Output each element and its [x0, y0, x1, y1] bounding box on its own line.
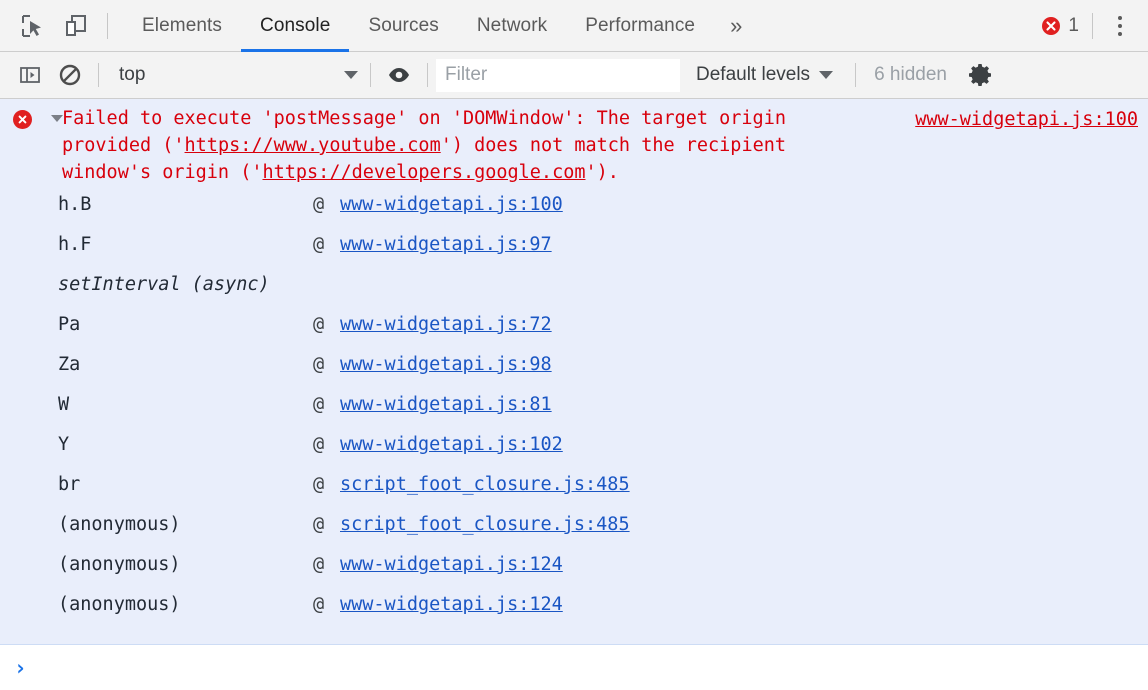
error-source-link[interactable]: www-widgetapi.js:100: [915, 109, 1138, 130]
tabbar-divider: [107, 12, 108, 39]
toolbar-divider-4: [855, 63, 857, 87]
stack-frame-function: (anonymous): [58, 594, 181, 615]
stack-frame: h.B @ www-widgetapi.js:100: [0, 194, 1148, 234]
clear-console-icon[interactable]: [50, 55, 90, 95]
console-error-message[interactable]: www-widgetapi.js:100 Failed to execute '…: [0, 99, 1148, 645]
stack-frame-at: @: [313, 474, 325, 495]
toolbar-divider-1: [98, 63, 99, 87]
chevron-down-icon: [344, 71, 358, 79]
stack-frame-at: @: [313, 554, 325, 575]
execution-context-select[interactable]: top: [107, 60, 362, 90]
error-circle-icon: [13, 110, 32, 129]
tab-sources[interactable]: Sources: [349, 0, 457, 52]
stack-frame: setInterval (async): [0, 274, 1148, 314]
stack-frame: (anonymous) @ script_foot_closure.js:485: [0, 514, 1148, 554]
stack-frame-source-link[interactable]: www-widgetapi.js:102: [340, 434, 563, 455]
error-text-segment: ') does not match the recipient window's…: [62, 135, 798, 183]
tab-network-label: Network: [476, 14, 548, 36]
stack-frame-source-link[interactable]: www-widgetapi.js:72: [340, 314, 552, 335]
stack-frame-at: @: [313, 354, 325, 375]
stack-frame-at: @: [313, 314, 325, 335]
error-text-segment: ').: [585, 162, 619, 183]
tab-sources-label: Sources: [368, 14, 439, 36]
console-prompt[interactable]: ›: [0, 645, 1148, 687]
stack-frame-at: @: [313, 434, 325, 455]
more-tabs-label: »: [730, 12, 743, 38]
gear-icon[interactable]: [961, 55, 1001, 95]
error-count-badge[interactable]: 1: [1041, 15, 1079, 37]
stack-frame-function: br: [58, 474, 81, 495]
stack-frame-function: W: [58, 394, 70, 415]
stack-trace: h.B @ www-widgetapi.js:100 h.F @ www-widgetap…: [0, 194, 1148, 634]
more-options-icon[interactable]: [1102, 8, 1138, 44]
stack-frame: (anonymous) @ www-widgetapi.js:124: [0, 594, 1148, 634]
stack-frame-source-link[interactable]: www-widgetapi.js:100: [340, 194, 563, 215]
toolbar-divider-3: [427, 63, 428, 87]
error-count-label: 1: [1068, 14, 1079, 36]
stack-frame-source-link[interactable]: script_foot_closure.js:485: [340, 474, 630, 495]
stack-frame: Za @ www-widgetapi.js:98: [0, 354, 1148, 394]
stack-frame-function: (anonymous): [58, 554, 181, 575]
stack-frame-function: h.B: [58, 194, 92, 215]
hidden-messages-label: 6 hidden: [874, 64, 947, 85]
inspect-element-icon[interactable]: [10, 4, 54, 48]
error-text-segment: Failed to execute 'postMessage' on 'DOMW…: [62, 108, 798, 156]
prompt-arrow-icon: ›: [14, 656, 27, 680]
console-message-list: www-widgetapi.js:100 Failed to execute '…: [0, 99, 1148, 688]
tab-elements-label: Elements: [142, 14, 223, 36]
stack-frame-at: @: [313, 594, 325, 615]
chevron-down-icon: [819, 71, 834, 79]
tab-elements[interactable]: Elements: [123, 0, 241, 52]
stack-frame-source-link[interactable]: script_foot_closure.js:485: [340, 514, 630, 535]
live-expression-icon[interactable]: [379, 55, 419, 95]
execution-context-value: top: [119, 64, 146, 85]
error-url[interactable]: https://developers.google.com: [262, 162, 586, 183]
toolbar-divider-2: [370, 63, 371, 87]
stack-frame: br @ script_foot_closure.js:485: [0, 474, 1148, 514]
error-message-header: www-widgetapi.js:100 Failed to execute '…: [0, 105, 1148, 186]
tab-performance[interactable]: Performance: [566, 0, 714, 52]
stack-frame-at: @: [313, 234, 325, 255]
device-toolbar-icon[interactable]: [54, 4, 98, 48]
stack-frame-at: @: [313, 194, 325, 215]
panel-tabs: Elements Console Sources Network Perform…: [123, 0, 758, 52]
error-url[interactable]: https://www.youtube.com: [184, 135, 441, 156]
stack-frame-source-link[interactable]: www-widgetapi.js:98: [340, 354, 552, 375]
stack-frame-function: (anonymous): [58, 514, 181, 535]
filter-input[interactable]: [436, 58, 680, 92]
tabbar-right-group: 1: [1041, 8, 1148, 44]
devtools-tabbar: Elements Console Sources Network Perform…: [0, 0, 1148, 52]
more-tabs-button[interactable]: »: [714, 0, 758, 52]
tab-console[interactable]: Console: [241, 0, 350, 52]
tab-performance-label: Performance: [585, 14, 696, 36]
stack-frame: (anonymous) @ www-widgetapi.js:124: [0, 554, 1148, 594]
stack-frame-source-link[interactable]: www-widgetapi.js:81: [340, 394, 552, 415]
stack-frame-source-link[interactable]: www-widgetapi.js:97: [340, 234, 552, 255]
console-toolbar: top Default levels 6 hidden: [0, 52, 1148, 99]
stack-frame-function: Za: [58, 354, 81, 375]
stack-frame: Pa @ www-widgetapi.js:72: [0, 314, 1148, 354]
expand-triangle-icon[interactable]: [51, 115, 63, 122]
stack-frame-function: Y: [58, 434, 70, 455]
stack-frame-source-link[interactable]: www-widgetapi.js:124: [340, 554, 563, 575]
error-circle-icon: [1042, 16, 1061, 35]
stack-frame: Y @ www-widgetapi.js:102: [0, 434, 1148, 474]
error-message-text: Failed to execute 'postMessage' on 'DOMW…: [46, 105, 1140, 186]
stack-frame-function: setInterval (async): [58, 274, 270, 295]
stack-frame: W @ www-widgetapi.js:81: [0, 394, 1148, 434]
tabbar-right-divider: [1092, 12, 1093, 39]
stack-frame: h.F @ www-widgetapi.js:97: [0, 234, 1148, 274]
stack-frame-function: Pa: [58, 314, 81, 335]
log-levels-select[interactable]: Default levels: [696, 64, 837, 86]
console-sidebar-icon[interactable]: [10, 55, 50, 95]
stack-frame-at: @: [313, 514, 325, 535]
console-prompt-input[interactable]: [37, 658, 1148, 682]
stack-frame-at: @: [313, 394, 325, 415]
stack-frame-function: h.F: [58, 234, 92, 255]
tab-console-label: Console: [260, 14, 331, 36]
stack-frame-source-link[interactable]: www-widgetapi.js:124: [340, 594, 563, 615]
tab-network[interactable]: Network: [458, 0, 566, 52]
log-levels-value: Default levels: [696, 64, 811, 85]
